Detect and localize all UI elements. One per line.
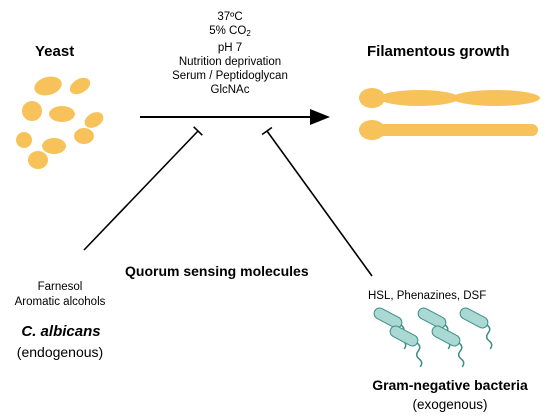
calbicans-inhibition-line (83, 130, 199, 251)
yeast-cells (16, 76, 104, 169)
yeast-cell (16, 132, 32, 148)
bacteria-inhibition-line (266, 130, 373, 277)
condition-temperature: 37ºC (217, 11, 243, 23)
bacterium (431, 325, 465, 368)
condition-serum: Serum / Peptidoglycan (172, 70, 288, 82)
yeast-cell (69, 77, 91, 95)
true-hypha (359, 120, 538, 140)
yeast-cell (34, 76, 62, 96)
main-arrow (140, 109, 330, 125)
calbicans-name: C. albicans (21, 323, 101, 340)
yeast-label: Yeast (35, 43, 75, 60)
yeast-cell (28, 151, 48, 169)
conditions-list: 37ºC 5% CO2 pH 7 Nutrition deprivation S… (135, 10, 325, 97)
yeast-cell (74, 128, 94, 144)
condition-glcnac: GlcNAc (210, 84, 250, 96)
bacterium (459, 307, 493, 350)
inhibition-lines (83, 126, 373, 277)
pseudohypha (359, 88, 540, 108)
calbicans-molecule: Farnesol (37, 281, 83, 293)
bacteria-name: Gram-negative bacteria (372, 377, 528, 393)
calbicans-origin: (endogenous) (16, 344, 104, 360)
bacteria-cells (373, 307, 493, 368)
bacteria-origin: (exogenous) (412, 397, 488, 412)
bacteria-molecules: HSL, Phenazines, DSF (368, 290, 487, 302)
yeast-cell (22, 101, 42, 121)
yeast-cell (84, 112, 104, 128)
condition-co2: 5% CO2 (209, 25, 251, 38)
filament-label: Filamentous growth (367, 43, 510, 60)
calbicans-inhibition-bar (193, 126, 203, 136)
filament-shapes (359, 88, 540, 140)
yeast-cell (49, 106, 75, 122)
calbicans-molecule: Aromatic alcohols (14, 296, 106, 308)
quorum-label: Quorum sensing molecules (125, 263, 309, 279)
condition-ph: pH 7 (217, 42, 243, 54)
bacterium (389, 325, 423, 368)
yeast-cell (42, 138, 66, 154)
calbicans-molecules: Farnesol Aromatic alcohols (5, 280, 115, 310)
condition-nutrition: Nutrition deprivation (178, 56, 282, 68)
bacteria-inhibition-bar (261, 126, 273, 136)
